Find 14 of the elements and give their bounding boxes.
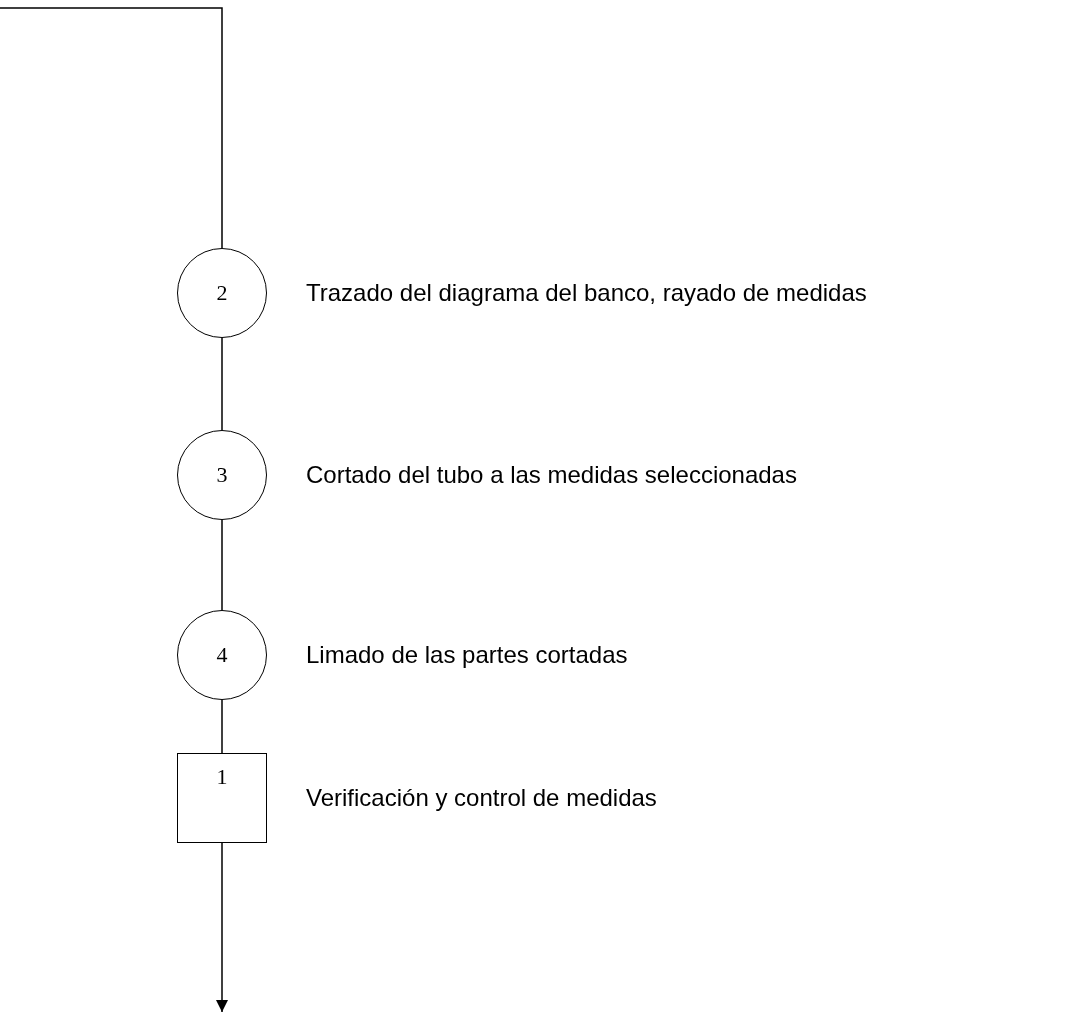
step-description: Verificación y control de medidas: [306, 784, 657, 812]
connector-line: [221, 337, 223, 431]
step-number: 4: [216, 642, 228, 668]
step-description: Trazado del diagrama del banco, rayado de medidas: [306, 279, 867, 307]
step-number: 3: [216, 462, 228, 488]
step-description: Limado de las partes cortadas: [306, 641, 628, 669]
step-description: Cortado del tubo a las medidas seleccionadas: [306, 461, 797, 489]
inspection-square: [177, 753, 267, 843]
arrow: [216, 842, 228, 1013]
connector-line: [221, 699, 223, 754]
step-number: 1: [216, 764, 228, 790]
connector-line: [0, 7, 223, 249]
step-number: 2: [216, 280, 228, 306]
connector-line: [221, 519, 223, 611]
